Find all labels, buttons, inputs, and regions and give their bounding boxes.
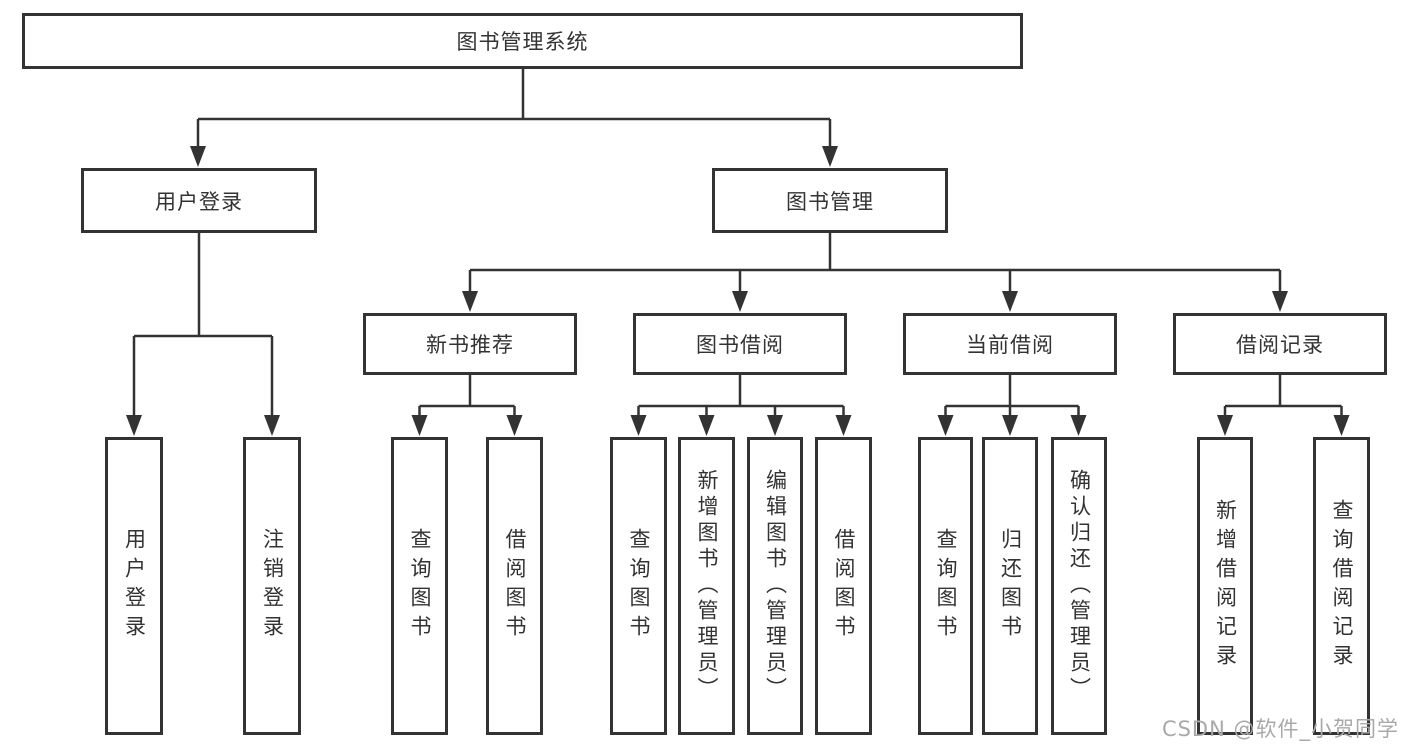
node-borrowing-records-label: 借阅记录 [1236, 333, 1324, 357]
leaf-current-confirm-return-admin: 确认归还（管理员） [1051, 437, 1107, 735]
leaf-recommend-query-books: 查询图书 [391, 437, 448, 735]
leaf-current-confirm-return-admin-label: 确认归还（管理员） [1067, 469, 1092, 703]
leaf-current-return-books: 归还图书 [982, 437, 1038, 735]
leaf-records-query-record-label: 查询借阅记录 [1330, 499, 1354, 673]
leaf-current-query-books-label: 查询图书 [934, 528, 958, 644]
leaf-borrowing-query-books: 查询图书 [610, 437, 667, 735]
arrowhead-icon [411, 415, 428, 436]
arrowhead-icon [1217, 415, 1233, 436]
leaf-current-query-books: 查询图书 [918, 437, 973, 735]
leaf-user-login-label: 用户登录 [122, 528, 147, 644]
leaf-records-add-record: 新增借阅记录 [1197, 437, 1253, 735]
leaf-borrowing-edit-books-admin: 编辑图书（管理员） [747, 437, 803, 735]
leaf-records-add-record-label: 新增借阅记录 [1213, 499, 1238, 673]
node-root: 图书管理系统 [22, 13, 1023, 69]
leaf-recommend-query-books-label: 查询图书 [408, 528, 432, 644]
csdn-watermark: CSDN @软件_小贺同学 [1161, 717, 1399, 741]
arrowhead-icon [630, 415, 647, 436]
node-new-book-recommend-label: 新书推荐 [426, 333, 514, 357]
arrowhead-icon [1002, 291, 1018, 312]
node-current-borrowing: 当前借阅 [903, 313, 1117, 375]
node-book-management-label: 图书管理 [786, 189, 874, 214]
node-root-label: 图书管理系统 [456, 30, 589, 54]
node-book-borrowing-label: 图书借阅 [696, 333, 784, 357]
node-borrowing-records: 借阅记录 [1173, 313, 1387, 375]
arrowhead-icon [190, 146, 206, 167]
node-user-login: 用户登录 [81, 168, 317, 233]
node-current-borrowing-label: 当前借阅 [966, 333, 1054, 357]
leaf-borrowing-borrow-books: 借阅图书 [815, 437, 872, 735]
arrowhead-icon [698, 415, 715, 436]
node-new-book-recommend: 新书推荐 [363, 313, 577, 375]
arrowhead-icon [264, 415, 280, 436]
arrowhead-icon [835, 415, 852, 436]
arrowhead-icon [462, 291, 478, 312]
leaf-user-logout-label: 注销登录 [260, 528, 285, 644]
arrowhead-icon [1272, 291, 1288, 312]
leaf-borrowing-add-books-admin: 新增图书（管理员） [678, 437, 735, 735]
leaf-recommend-borrow-books: 借阅图书 [486, 437, 543, 735]
leaf-borrowing-edit-books-admin-label: 编辑图书（管理员） [763, 469, 788, 703]
arrowhead-icon [1333, 415, 1350, 436]
leaf-user-login: 用户登录 [105, 437, 163, 735]
arrowhead-icon [937, 415, 954, 436]
arrowhead-icon [1070, 415, 1087, 436]
node-user-login-label: 用户登录 [155, 189, 243, 214]
arrowhead-icon [506, 415, 523, 436]
leaf-current-return-books-label: 归还图书 [998, 528, 1023, 644]
node-book-borrowing: 图书借阅 [633, 313, 847, 375]
leaf-borrowing-query-books-label: 查询图书 [627, 528, 651, 644]
leaf-user-logout: 注销登录 [243, 437, 301, 735]
arrowheads [126, 146, 1350, 436]
arrowhead-icon [1002, 415, 1018, 436]
arrowhead-icon [126, 415, 142, 436]
arrowhead-icon [822, 146, 838, 167]
connector-lines [132, 69, 1343, 422]
leaf-borrowing-borrow-books-label: 借阅图书 [832, 528, 856, 644]
leaf-borrowing-add-books-admin-label: 新增图书（管理员） [695, 469, 719, 703]
arrowhead-icon [767, 415, 783, 436]
leaf-records-query-record: 查询借阅记录 [1313, 437, 1370, 735]
arrowhead-icon [732, 291, 748, 312]
leaf-recommend-borrow-books-label: 借阅图书 [503, 528, 527, 644]
node-book-management: 图书管理 [712, 168, 948, 233]
